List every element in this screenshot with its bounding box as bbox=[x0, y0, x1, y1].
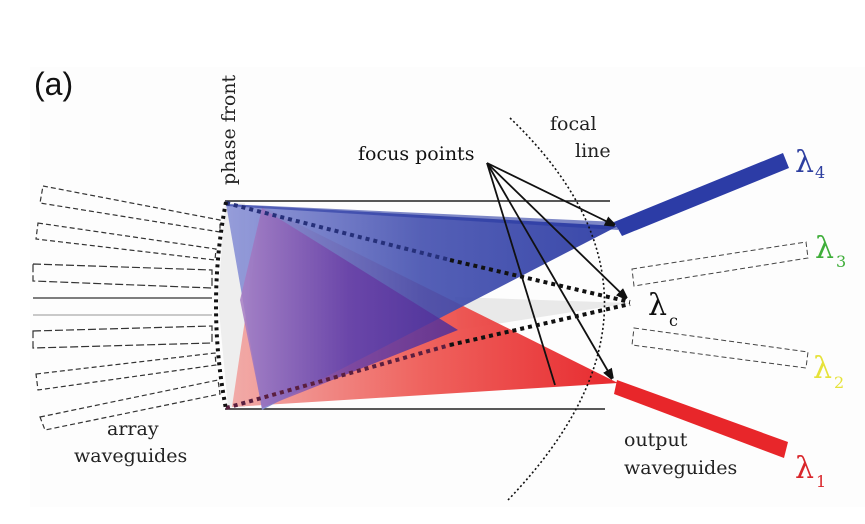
panel-label: (a) bbox=[34, 66, 74, 102]
lambda1-symbol: λ bbox=[795, 451, 814, 486]
array-waveguide bbox=[39, 379, 221, 431]
focus-point-arrows bbox=[486, 162, 626, 386]
wavelength-label-lambda2: λ 2 bbox=[813, 351, 844, 392]
lambda2-symbol: λ bbox=[813, 351, 832, 386]
output-waveguides-label-2: waveguides bbox=[624, 457, 737, 479]
center-beam-region bbox=[455, 297, 630, 330]
focal-line-label-1: focal bbox=[550, 113, 597, 135]
array-waveguides-label-2: waveguides bbox=[74, 445, 187, 467]
lambda4-symbol: λ bbox=[795, 145, 814, 180]
array-waveguide bbox=[35, 352, 217, 391]
output-waveguides-label-1: output bbox=[624, 429, 688, 451]
wavelength-label-lambda3: λ 3 bbox=[815, 231, 846, 271]
array-waveguides-label-1: array bbox=[107, 418, 159, 440]
focal-line-label-2: line bbox=[575, 140, 611, 162]
lambda2-subscript: 2 bbox=[834, 373, 844, 392]
output-waveguide-lambda3 bbox=[631, 241, 809, 287]
output-waveguide-lambda1 bbox=[614, 380, 788, 458]
array-waveguide bbox=[32, 263, 213, 289]
focus-points-label: focus points bbox=[358, 143, 474, 165]
array-waveguides bbox=[32, 185, 221, 431]
output-waveguides bbox=[614, 153, 809, 458]
wavelength-label-lambdac: λ c bbox=[648, 288, 678, 330]
wavelength-label-lambda1: λ 1 bbox=[795, 451, 826, 491]
lambdac-symbol: λ bbox=[648, 288, 667, 323]
array-waveguide bbox=[39, 185, 221, 233]
array-waveguide bbox=[32, 325, 213, 349]
lambda4-subscript: 4 bbox=[815, 163, 825, 182]
phase-front-line bbox=[214, 201, 228, 410]
output-waveguide-lambda2 bbox=[631, 327, 809, 369]
wavelength-label-lambda4: λ 4 bbox=[795, 145, 825, 182]
lambda3-subscript: 3 bbox=[836, 252, 846, 271]
array-waveguide bbox=[35, 222, 217, 261]
overlap-region bbox=[240, 208, 458, 408]
blue-beam-edge bbox=[226, 204, 618, 230]
output-waveguide-lambda4 bbox=[614, 153, 789, 236]
phase-front-label: phase front bbox=[218, 74, 240, 185]
lambda1-subscript: 1 bbox=[816, 472, 826, 491]
lambdac-subscript: c bbox=[669, 311, 678, 330]
central-rays bbox=[225, 201, 631, 410]
focal-line bbox=[507, 117, 606, 501]
lambda3-symbol: λ bbox=[815, 231, 834, 266]
